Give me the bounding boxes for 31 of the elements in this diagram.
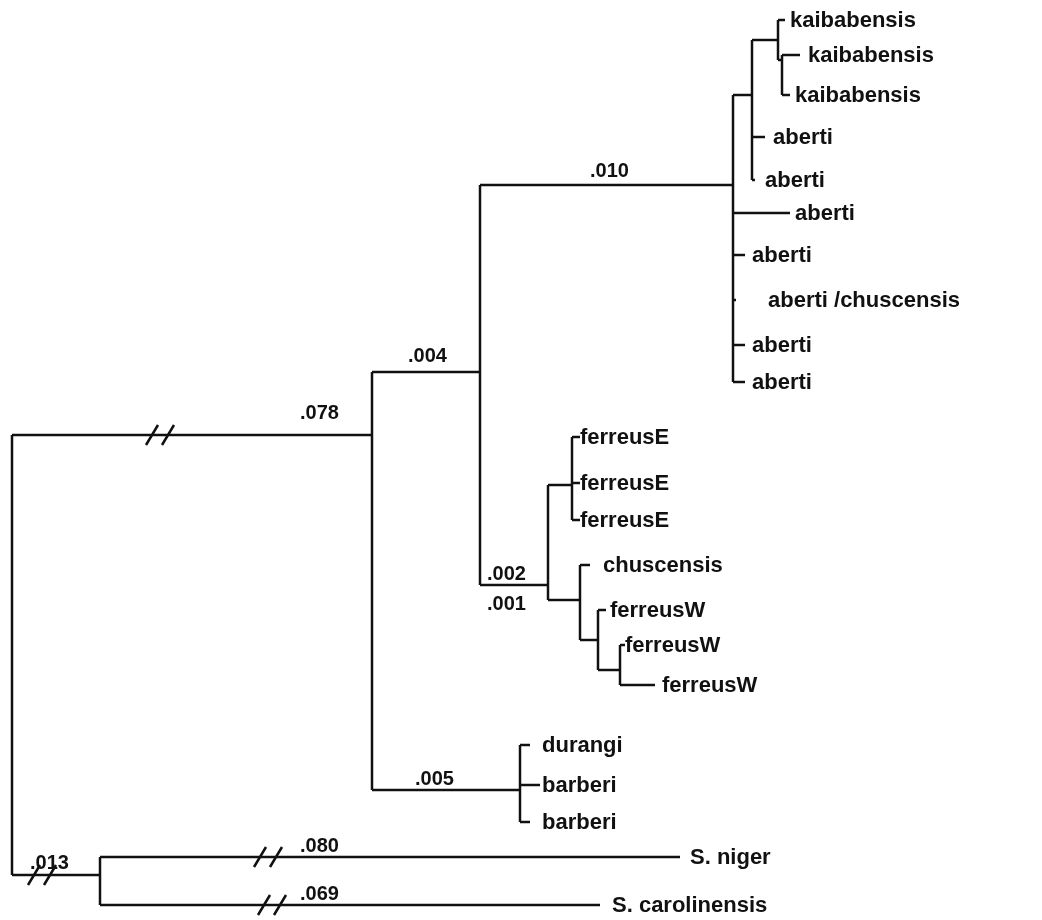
taxon-label: kaibabensis [808,44,934,66]
taxon-label: aberti [752,371,812,393]
taxon-label: ferreusE [580,509,670,531]
taxon-label: aberti [773,126,833,148]
taxon-label: ferreusW [625,634,721,656]
taxon-label: durangi [542,734,623,756]
branch-length-label: .069 [300,883,339,903]
taxon-label: ferreusE [580,426,670,448]
taxon-label: aberti [752,244,812,266]
taxon-label: barberi [542,774,617,796]
taxon-label: S. carolinensis [612,894,768,916]
taxon-label: kaibabensis [790,9,916,31]
taxon-label: ferreusW [662,674,758,696]
branch-length-label: .002 [487,563,526,583]
taxon-label: aberti [765,169,825,191]
branch-length-label: .005 [415,768,454,788]
branch-length-label: .010 [590,160,629,180]
taxon-label: aberti /chuscensis [768,289,960,311]
taxon-label: aberti [752,334,812,356]
taxon-label: barberi [542,811,617,833]
branch-length-label: .013 [30,852,69,872]
taxon-label: ferreusE [580,472,670,494]
taxon-label: kaibabensis [795,84,921,106]
taxon-label: ferreusW [610,599,706,621]
taxon-label: aberti [795,202,855,224]
branch-length-label: .001 [487,593,526,613]
branch-length-label: .004 [408,345,447,365]
taxon-label: chuscensis [603,554,723,576]
taxon-label: S. niger [690,846,771,868]
branch-length-label: .078 [300,402,339,422]
branch-length-label: .080 [300,835,339,855]
